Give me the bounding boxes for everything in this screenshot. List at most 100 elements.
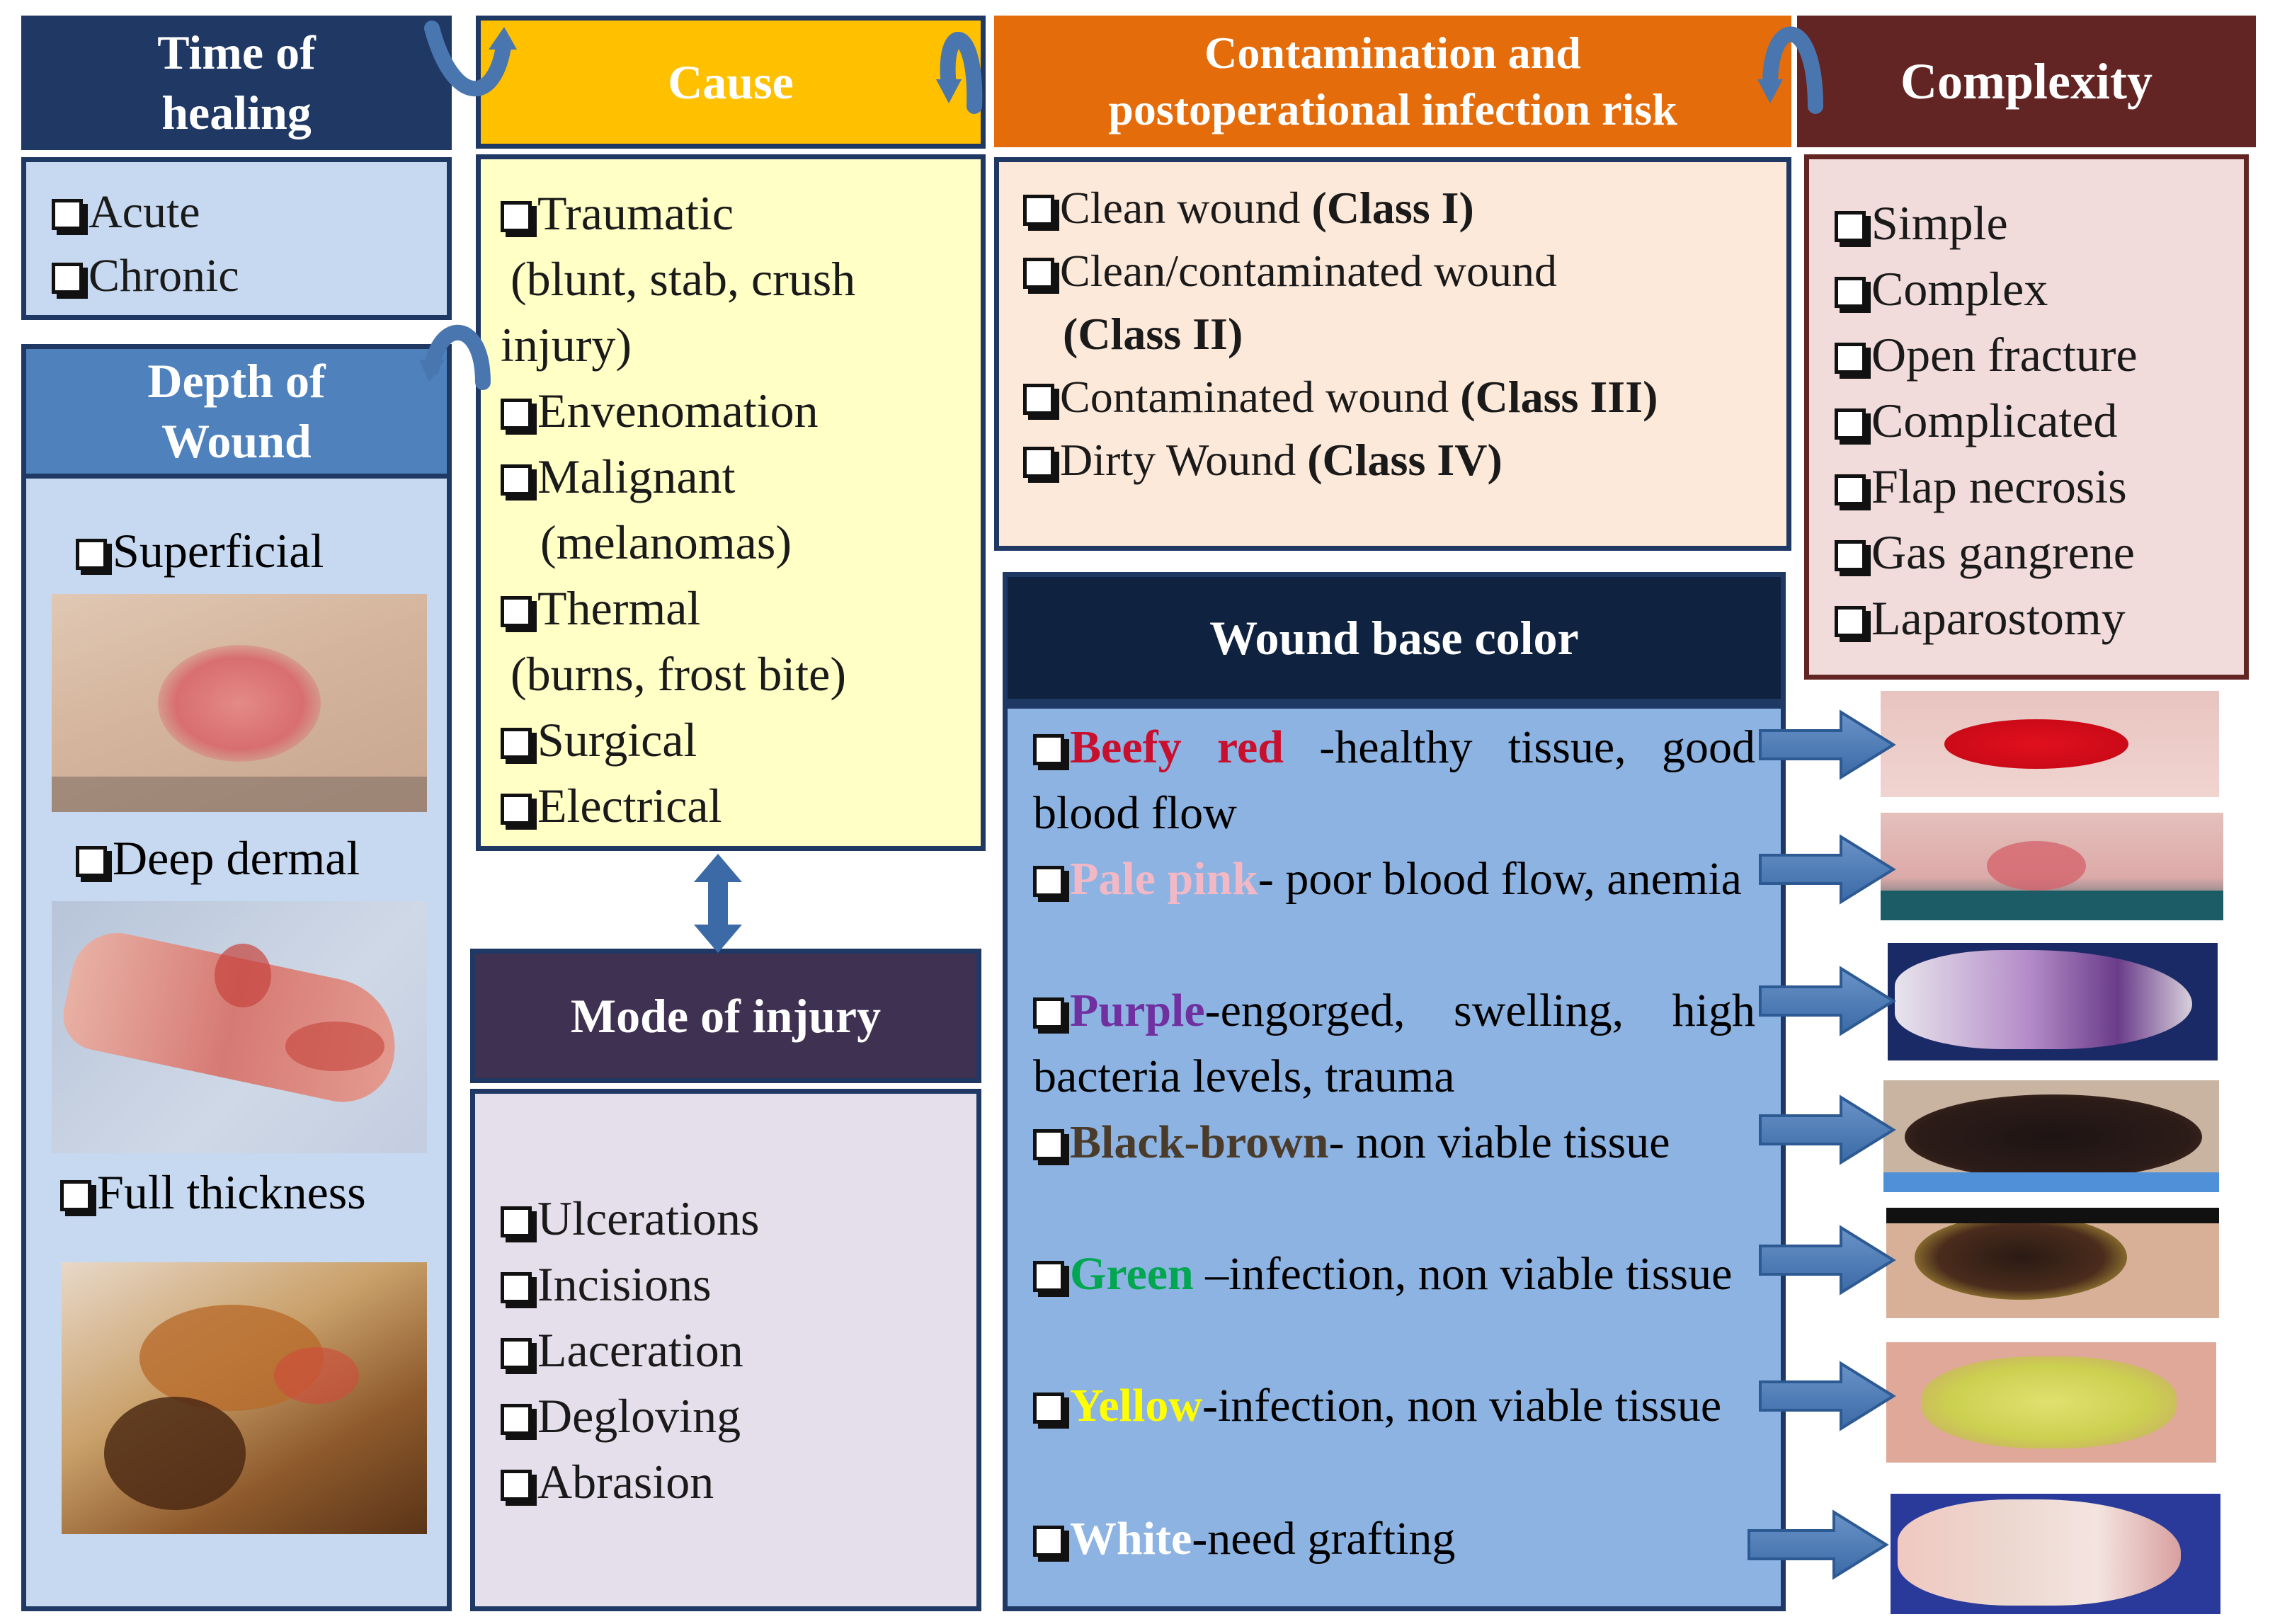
- mode-of-injury-panel: Mode of injury Ulcerations Incisions Lac…: [470, 949, 981, 1611]
- list-item: Ulcerations: [501, 1186, 969, 1252]
- time-of-healing-panel: Time of healing Acute Chronic: [21, 16, 452, 320]
- complexity-title: Complexity: [1900, 53, 2153, 110]
- checkbox-bullet-icon: [501, 1470, 532, 1501]
- list-item: Abrasion: [501, 1449, 969, 1515]
- list-item: Electrical: [501, 773, 967, 839]
- list-item: Clean wound (Class I): [1023, 176, 1772, 239]
- checkbox-bullet-icon: [1033, 1129, 1064, 1160]
- checkbox-bullet-icon: [52, 263, 83, 294]
- list-item: Dirty Wound (Class IV): [1023, 428, 1772, 491]
- checkbox-bullet-icon: [1033, 997, 1064, 1029]
- checkbox-bullet-icon: [76, 539, 107, 570]
- wound-base-color-title: Wound base color: [1209, 610, 1579, 665]
- depth-item-superficial: Superficial: [76, 523, 324, 579]
- color-item-pale-pink: Pale pink- poor blood flow, anemia: [1033, 846, 1755, 912]
- checkbox-bullet-icon: [1033, 866, 1064, 897]
- contamination-title-1: Contamination and: [1204, 28, 1581, 78]
- list-item: Traumatic(blunt, stab, crush injury): [501, 186, 856, 372]
- wound-base-color-body: Beefy red -healthy tissue, good blood fl…: [1003, 704, 1786, 1611]
- checkbox-bullet-icon: [1835, 540, 1866, 571]
- list-item: Envenomation: [501, 378, 967, 444]
- color-item-purple: Purple-engorged, swelling, high bacteria…: [1033, 985, 1755, 1102]
- list-item: Chronic: [52, 244, 447, 308]
- full-thickness-wound-image: [62, 1262, 427, 1534]
- checkbox-bullet-icon: [1835, 474, 1866, 505]
- double-arrow-icon: [694, 854, 742, 953]
- checkbox-bullet-icon: [1835, 343, 1866, 374]
- depth-title-2: Wound: [161, 414, 312, 468]
- checkbox-bullet-icon: [501, 399, 532, 430]
- list-item: Laceration: [501, 1317, 969, 1383]
- checkbox-bullet-icon: [1033, 1261, 1064, 1292]
- black-brown-wound-image: [1883, 1080, 2219, 1192]
- depth-item-full-thickness: Full thickness: [60, 1165, 366, 1220]
- list-item: Thermal(burns, frost bite): [501, 576, 967, 707]
- list-item: Complicated: [1835, 388, 2237, 454]
- checkbox-bullet-icon: [60, 1180, 91, 1211]
- checkbox-bullet-icon: [501, 794, 532, 825]
- depth-of-wound-panel: Depth of Wound Superficial Deep dermal F…: [21, 344, 452, 1611]
- contamination-body: Clean wound (Class I) Clean/contaminated…: [994, 157, 1791, 551]
- color-item-yellow: Yellow-infection, non viable tissue: [1033, 1373, 1755, 1439]
- checkbox-bullet-icon: [1023, 195, 1054, 226]
- list-item: Malignant(melanomas): [501, 444, 967, 576]
- list-item: Laparostomy: [1835, 585, 2237, 651]
- color-item-beefy-red: Beefy red -healthy tissue, good blood fl…: [1033, 721, 1755, 839]
- list-item: Clean/contaminated wound (Class II): [1023, 239, 1772, 365]
- list-item: Flap necrosis: [1835, 454, 2237, 520]
- cause-title: Cause: [668, 55, 794, 109]
- cause-panel: Cause Traumatic(blunt, stab, crush injur…: [476, 16, 986, 851]
- list-item: Incisions: [501, 1252, 969, 1317]
- checkbox-bullet-icon: [501, 596, 532, 627]
- depth-title-1: Depth of: [147, 354, 326, 408]
- checkbox-bullet-icon: [501, 1272, 532, 1303]
- checkbox-bullet-icon: [1033, 1393, 1064, 1424]
- deep-dermal-wound-image: [52, 901, 427, 1153]
- color-item-white: White-need grafting: [1033, 1506, 1755, 1572]
- checkbox-bullet-icon: [501, 728, 532, 759]
- list-item: Surgical: [501, 707, 967, 773]
- cause-header: Cause: [476, 16, 986, 149]
- mode-of-injury-body: Ulcerations Incisions Laceration Deglovi…: [470, 1089, 981, 1611]
- complexity-body: Simple Complex Open fracture Complicated…: [1804, 154, 2249, 680]
- contamination-title-2: postoperational infection risk: [1108, 84, 1677, 135]
- complexity-panel: Complexity Simple Complex Open fracture …: [1797, 16, 2256, 680]
- white-wound-image: [1891, 1494, 2220, 1614]
- color-label-pale-pink: Pale pink: [1070, 853, 1258, 905]
- mode-of-injury-header: Mode of injury: [470, 949, 981, 1083]
- list-item: Complex: [1835, 256, 2237, 322]
- time-of-healing-title-2: healing: [161, 86, 312, 139]
- checkbox-bullet-icon: [501, 201, 532, 232]
- color-label-white: White: [1070, 1513, 1192, 1565]
- beefy-red-wound-image: [1881, 691, 2219, 797]
- checkbox-bullet-icon: [52, 199, 83, 230]
- checkbox-bullet-icon: [1835, 277, 1866, 308]
- complexity-header: Complexity: [1797, 16, 2256, 147]
- checkbox-bullet-icon: [1835, 211, 1866, 242]
- checkbox-bullet-icon: [76, 846, 107, 877]
- checkbox-bullet-icon: [1835, 408, 1866, 440]
- wound-base-color-header: Wound base color: [1003, 572, 1786, 704]
- color-label-beefy-red: Beefy red: [1070, 721, 1284, 773]
- time-of-healing-body: Acute Chronic: [21, 157, 452, 320]
- contamination-header: Contamination and postoperational infect…: [994, 16, 1791, 147]
- checkbox-bullet-icon: [501, 1404, 532, 1435]
- purple-wound-image: [1888, 943, 2218, 1060]
- list-item: Gas gangrene: [1835, 520, 2237, 585]
- yellow-wound-image: [1886, 1342, 2216, 1463]
- contamination-panel: Contamination and postoperational infect…: [994, 16, 1791, 551]
- depth-of-wound-header: Depth of Wound: [21, 344, 452, 479]
- pale-pink-wound-image: [1881, 813, 2223, 920]
- list-item: Degloving: [501, 1383, 969, 1449]
- superficial-wound-image: [52, 594, 427, 812]
- checkbox-bullet-icon: [1023, 258, 1054, 289]
- list-item: Simple: [1835, 190, 2237, 256]
- mode-of-injury-title: Mode of injury: [570, 988, 882, 1043]
- color-label-purple: Purple: [1070, 985, 1205, 1036]
- cause-body: Traumatic(blunt, stab, crush injury) Env…: [476, 154, 986, 851]
- color-label-yellow: Yellow: [1070, 1380, 1202, 1431]
- list-item: Open fracture: [1835, 322, 2237, 388]
- time-of-healing-title-1: Time of: [157, 25, 316, 79]
- depth-item-deep-dermal: Deep dermal: [76, 830, 360, 886]
- color-item-green: Green –infection, non viable tissue: [1033, 1241, 1755, 1307]
